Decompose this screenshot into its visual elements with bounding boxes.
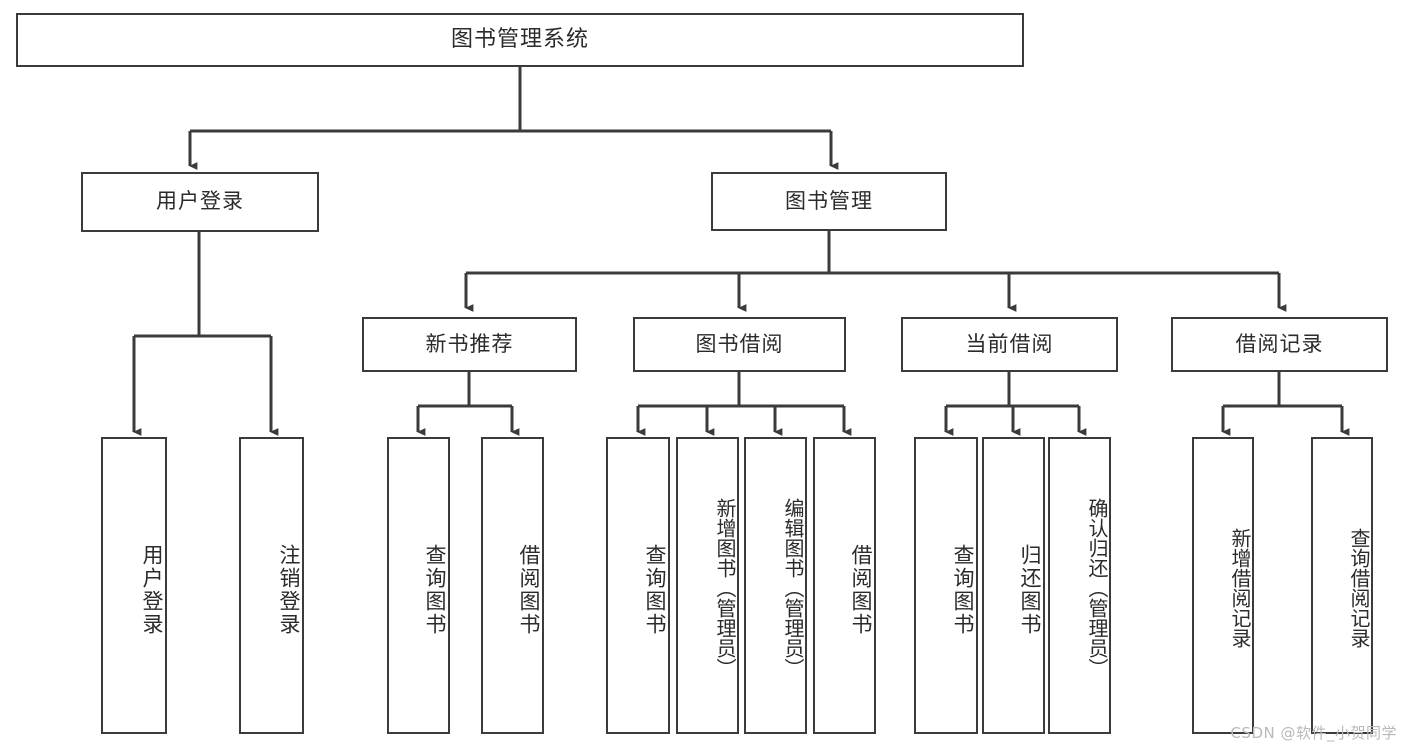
leaf-record-add-record[interactable]: 新增借阅记录 xyxy=(1192,437,1254,734)
leaf-borrow-borrow-book[interactable]: 借阅图书 xyxy=(813,437,876,734)
leaf-new-book-query[interactable]: 查询图书 xyxy=(387,437,450,734)
node-user-login[interactable]: 用户登录 xyxy=(81,172,319,232)
leaf-record-query-record[interactable]: 查询借阅记录 xyxy=(1311,437,1373,734)
leaf-current-return-book[interactable]: 归还图书 xyxy=(982,437,1045,734)
leaf-user-login-signin[interactable]: 用户登录 xyxy=(101,437,167,734)
node-book-management[interactable]: 图书管理 xyxy=(711,172,947,231)
leaf-borrow-add-book-admin[interactable]: 新增图书（管理员） xyxy=(676,437,739,734)
node-book-borrow[interactable]: 图书借阅 xyxy=(633,317,846,372)
leaf-user-login-signout[interactable]: 注销登录 xyxy=(239,437,304,734)
leaf-current-confirm-return-admin[interactable]: 确认归还（管理员） xyxy=(1048,437,1111,734)
leaf-current-query-book[interactable]: 查询图书 xyxy=(914,437,978,734)
node-current-borrow[interactable]: 当前借阅 xyxy=(901,317,1118,372)
leaf-new-book-borrow[interactable]: 借阅图书 xyxy=(481,437,544,734)
node-root-library-system[interactable]: 图书管理系统 xyxy=(16,13,1024,67)
leaf-borrow-query-book[interactable]: 查询图书 xyxy=(606,437,670,734)
csdn-watermark: CSDN @软件_小贺同学 xyxy=(1230,724,1397,742)
node-new-book-recommend[interactable]: 新书推荐 xyxy=(362,317,577,372)
leaf-borrow-edit-book-admin[interactable]: 编辑图书（管理员） xyxy=(744,437,807,734)
node-borrow-record[interactable]: 借阅记录 xyxy=(1171,317,1388,372)
